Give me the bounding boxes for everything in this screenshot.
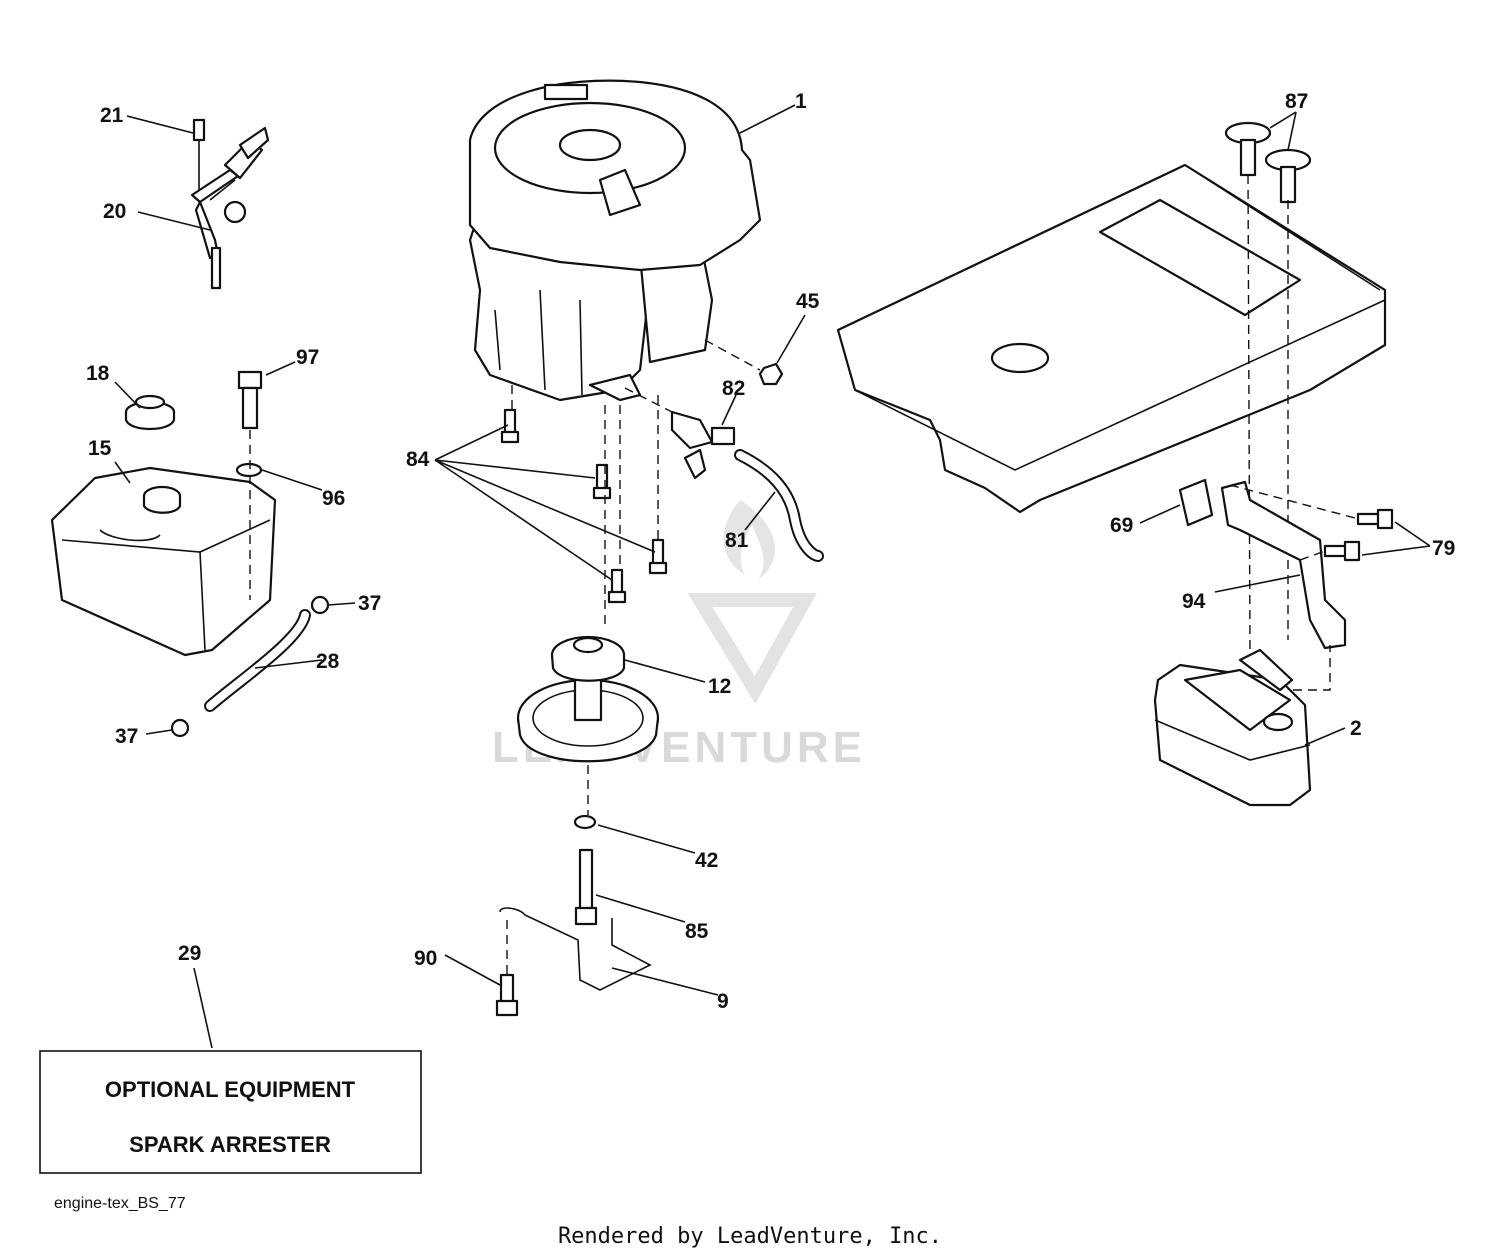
callout-37-upper: 37	[358, 592, 381, 615]
washer-96-part	[235, 462, 263, 478]
optional-equipment-label: OPTIONAL EQUIPMENT	[105, 1077, 356, 1102]
callout-81: 81	[725, 529, 749, 552]
callout-87: 87	[1285, 90, 1308, 113]
callout-69: 69	[1110, 514, 1133, 537]
muffler-2-part	[1153, 648, 1312, 807]
fuel-tank-part	[50, 466, 277, 657]
callout-97: 97	[296, 346, 319, 369]
optional-equipment-box: OPTIONAL EQUIPMENT SPARK ARRESTER	[39, 1050, 422, 1174]
engine-bolt-1-part	[500, 408, 520, 444]
leader-lines	[114, 104, 1431, 1049]
callout-21: 21	[100, 104, 124, 127]
callout-9: 9	[717, 990, 729, 1013]
bracket-9-part	[499, 907, 652, 991]
bolt-85-part	[574, 848, 598, 926]
engine-bolt-2-part	[592, 463, 612, 500]
fuel-line-part	[204, 609, 311, 712]
callout-20: 20	[103, 200, 126, 223]
callout-45: 45	[796, 290, 820, 313]
callout-29: 29	[178, 942, 201, 965]
exhaust-bolt-79-lower-part	[1323, 540, 1361, 562]
chassis-bolt-87-left-part	[1224, 121, 1272, 177]
fuel-fitting-82-part	[670, 410, 736, 480]
callout-28: 28	[316, 650, 340, 673]
engine-bolt-4-part	[607, 568, 627, 604]
callout-82: 82	[722, 377, 745, 400]
fuel-clamp-upper-part	[310, 595, 330, 615]
callout-15: 15	[88, 437, 112, 460]
credit-text: Rendered by LeadVenture, Inc.	[558, 1224, 942, 1249]
fuel-clamp-lower-part	[170, 718, 190, 738]
nut-45-part	[758, 362, 784, 386]
chassis-bolt-87-right-part	[1264, 148, 1312, 204]
exhaust-pipe-94-part	[1220, 480, 1347, 650]
callout-2: 2	[1350, 717, 1362, 740]
exhaust-bolt-79-upper-part	[1356, 508, 1394, 530]
callout-85: 85	[685, 920, 709, 943]
callout-96: 96	[322, 487, 345, 510]
callout-12: 12	[708, 675, 731, 698]
callout-79: 79	[1432, 537, 1455, 560]
callout-94: 94	[1182, 590, 1206, 613]
chassis-plate-part	[836, 163, 1387, 514]
fuel-cap-part	[124, 394, 176, 430]
spark-arrester-label: SPARK ARRESTER	[129, 1132, 331, 1157]
gasket-69-part	[1178, 478, 1214, 527]
callout-37-lower: 37	[115, 725, 138, 748]
throttle-control-part	[190, 118, 270, 290]
watermark-logo	[687, 500, 817, 704]
bolt-90-part	[495, 973, 519, 1017]
bolt-97-part	[237, 370, 263, 430]
callout-90: 90	[414, 947, 437, 970]
engine-bolt-3-part	[648, 538, 668, 575]
callout-84: 84	[406, 448, 430, 471]
fuel-hose-81-part	[734, 449, 824, 562]
pulley-12-part	[516, 635, 660, 763]
diagram-code: engine-tex_BS_77	[54, 1195, 186, 1212]
washer-42-part	[573, 814, 597, 830]
callout-42: 42	[695, 849, 718, 872]
engine-part	[468, 79, 762, 402]
callout-18: 18	[86, 362, 110, 385]
callout-1: 1	[795, 90, 807, 113]
